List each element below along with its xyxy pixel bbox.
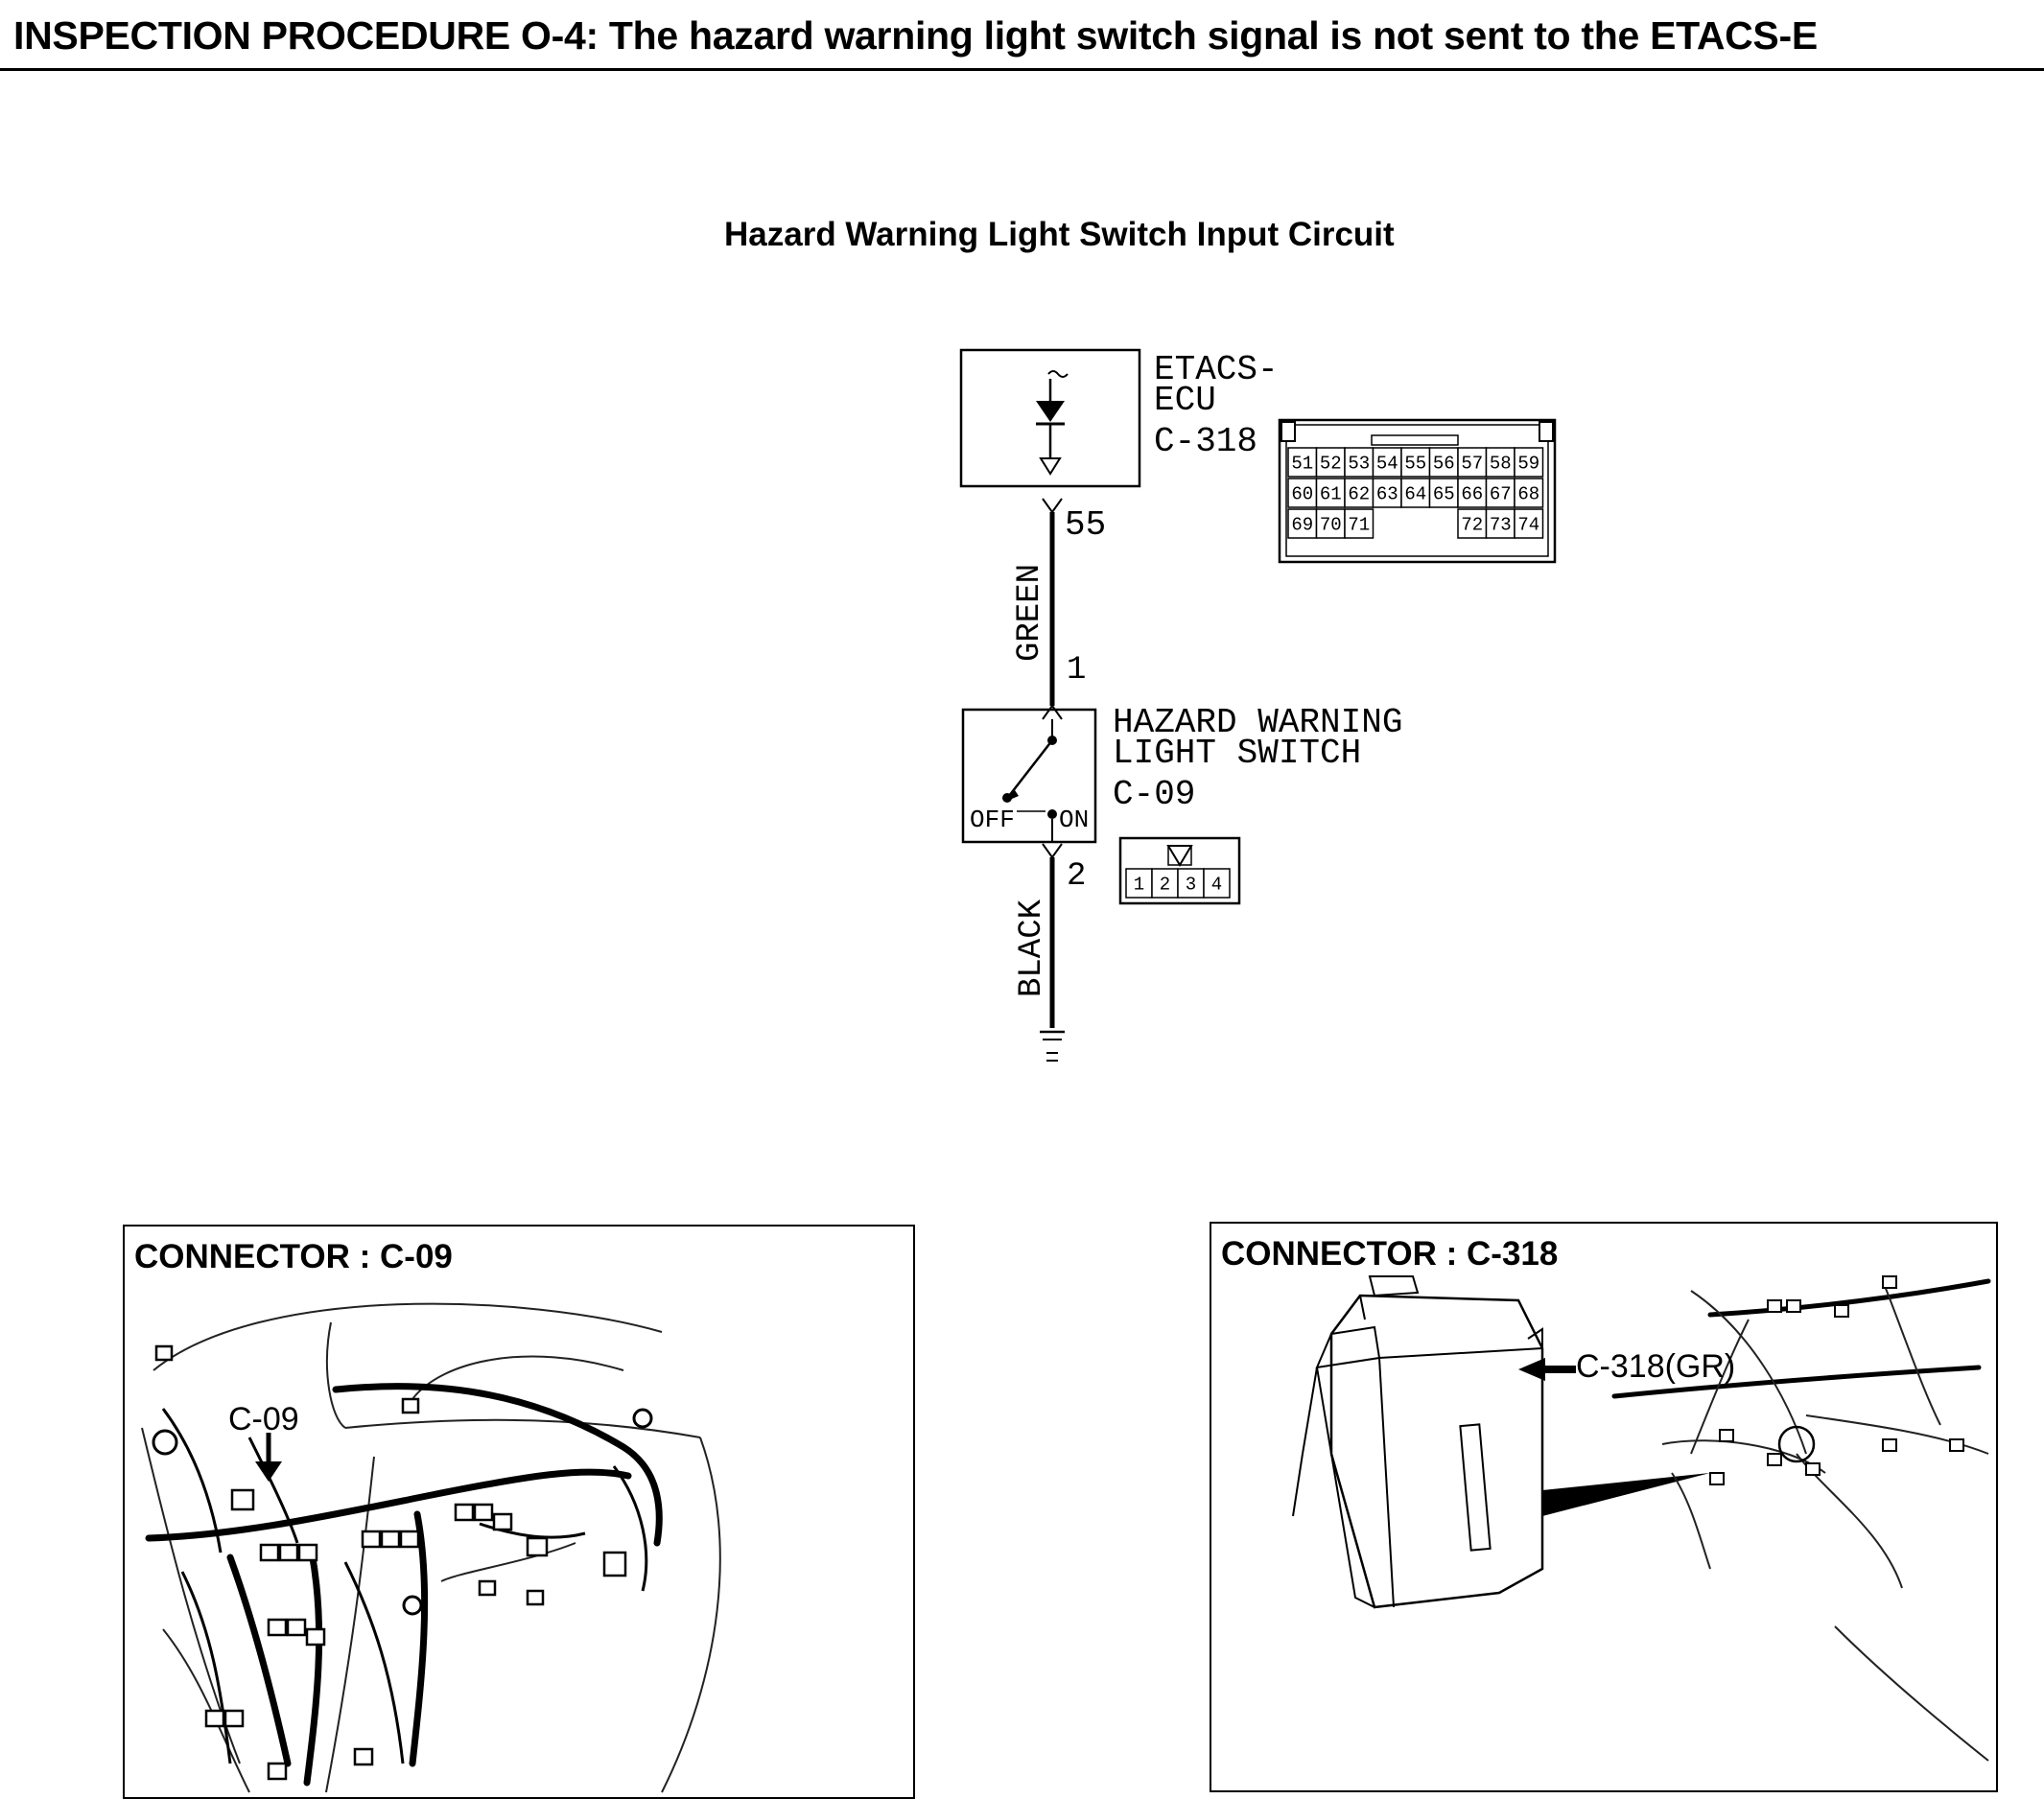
svg-text:62: 62 (1348, 484, 1370, 505)
ecu-pin-53: 53 (1344, 447, 1374, 478)
switch-pin-top: 1 (1067, 652, 1086, 689)
wire-green (1042, 498, 1063, 720)
switch-pin-bottom: 2 (1067, 858, 1086, 895)
svg-text:52: 52 (1320, 454, 1342, 475)
switch-pin-2: 2 (1151, 868, 1179, 899)
ecu-pin-59: 59 (1514, 447, 1544, 478)
ecu-pin-60: 60 (1287, 478, 1318, 508)
ecu-pin-73: 73 (1485, 508, 1515, 539)
switch-on-label: ON (1059, 806, 1089, 834)
ecu-pin-54: 54 (1372, 447, 1402, 478)
switch-name-line2: LIGHT SWITCH (1113, 734, 1361, 773)
ecu-pin-64: 64 (1400, 478, 1431, 508)
ecu-connector-label: C-318 (1154, 422, 1257, 461)
switch-pin-1: 1 (1125, 868, 1153, 899)
switch-connector-label: C-09 (1113, 775, 1195, 814)
svg-text:73: 73 (1490, 515, 1512, 536)
etacs-ecu-box (959, 348, 1141, 488)
ecu-pin-66: 66 (1457, 478, 1488, 508)
svg-text:64: 64 (1404, 484, 1426, 505)
switch-pin-4: 4 (1203, 868, 1231, 899)
ecu-pin-70: 70 (1315, 508, 1346, 539)
ecu-pin-68: 68 (1514, 478, 1544, 508)
ecu-pin-67: 67 (1485, 478, 1515, 508)
svg-text:55: 55 (1404, 454, 1426, 475)
ecu-name-line1: ETACS- (1154, 350, 1279, 389)
svg-text:58: 58 (1490, 454, 1512, 475)
svg-text:68: 68 (1517, 484, 1539, 505)
ecu-name-line2: ECU (1154, 381, 1216, 420)
svg-text:71: 71 (1348, 515, 1370, 536)
connector-view-c318: CONNECTOR : C-318 C-318(GR) (1210, 1222, 1998, 1792)
connector-c318-title: CONNECTOR : C-318 (1221, 1235, 1559, 1273)
svg-text:1: 1 (1134, 875, 1144, 896)
ecu-pin-62: 62 (1344, 478, 1374, 508)
svg-text:72: 72 (1461, 515, 1483, 536)
switch-name-line1: HAZARD WARNING (1113, 703, 1402, 742)
ecu-pin-57: 57 (1457, 447, 1488, 478)
svg-text:2: 2 (1160, 875, 1170, 896)
c318-arrow-icon (1518, 1358, 1576, 1381)
ecu-pin-74: 74 (1514, 508, 1544, 539)
svg-text:63: 63 (1376, 484, 1398, 505)
svg-text:66: 66 (1461, 484, 1483, 505)
svg-text:57: 57 (1461, 454, 1483, 475)
svg-text:61: 61 (1320, 484, 1342, 505)
svg-text:56: 56 (1433, 454, 1455, 475)
dashboard-harness-illustration (141, 1302, 721, 1793)
ecu-pin-72: 72 (1457, 508, 1488, 539)
wire-black (1042, 843, 1063, 1028)
ecu-pin-58: 58 (1485, 447, 1515, 478)
ecu-pin-number: 55 (1065, 505, 1106, 545)
svg-text:59: 59 (1517, 454, 1539, 475)
connector-c09-title: CONNECTOR : C-09 (134, 1238, 453, 1275)
svg-text:51: 51 (1291, 454, 1313, 475)
svg-text:53: 53 (1348, 454, 1370, 475)
ecu-pin-71: 71 (1344, 508, 1374, 539)
etacs-ecu-illustration (1292, 1275, 1991, 1762)
connector-c318-callout: C-318(GR) (1576, 1348, 1736, 1385)
ecu-pin-69: 69 (1287, 508, 1318, 539)
ground-icon (1040, 1030, 1065, 1062)
page-header: INSPECTION PROCEDURE O-4: The hazard war… (0, 0, 2044, 71)
ecu-pin-63: 63 (1372, 478, 1402, 508)
ecu-pin-61: 61 (1315, 478, 1346, 508)
switch-off-label: OFF (970, 806, 1015, 834)
connector-c09-callout: C-09 (228, 1401, 299, 1437)
connector-view-c09: CONNECTOR : C-09 C-09 (123, 1225, 915, 1799)
ecu-pin-52: 52 (1315, 447, 1346, 478)
ecu-pin-51: 51 (1287, 447, 1318, 478)
hazard-switch-box (961, 708, 1097, 844)
switch-pin-3: 3 (1177, 868, 1205, 899)
circuit-title: Hazard Warning Light Switch Input Circui… (724, 216, 1395, 253)
page-heading: INSPECTION PROCEDURE O-4: The hazard war… (13, 13, 1818, 58)
svg-text:67: 67 (1490, 484, 1512, 505)
svg-text:69: 69 (1291, 515, 1313, 536)
wire-upper-color-label: GREEN (1012, 564, 1048, 662)
svg-text:3: 3 (1186, 875, 1196, 896)
svg-text:54: 54 (1376, 454, 1398, 475)
svg-text:4: 4 (1211, 875, 1222, 896)
wire-lower-color-label: BLACK (1014, 899, 1050, 997)
ecu-pin-55: 55 (1400, 447, 1431, 478)
svg-text:60: 60 (1291, 484, 1313, 505)
svg-text:65: 65 (1433, 484, 1455, 505)
svg-text:70: 70 (1320, 515, 1342, 536)
ecu-pin-65: 65 (1428, 478, 1459, 508)
ecu-pin-56: 56 (1428, 447, 1459, 478)
c09-arrow-icon (255, 1433, 282, 1482)
svg-text:74: 74 (1517, 515, 1539, 536)
